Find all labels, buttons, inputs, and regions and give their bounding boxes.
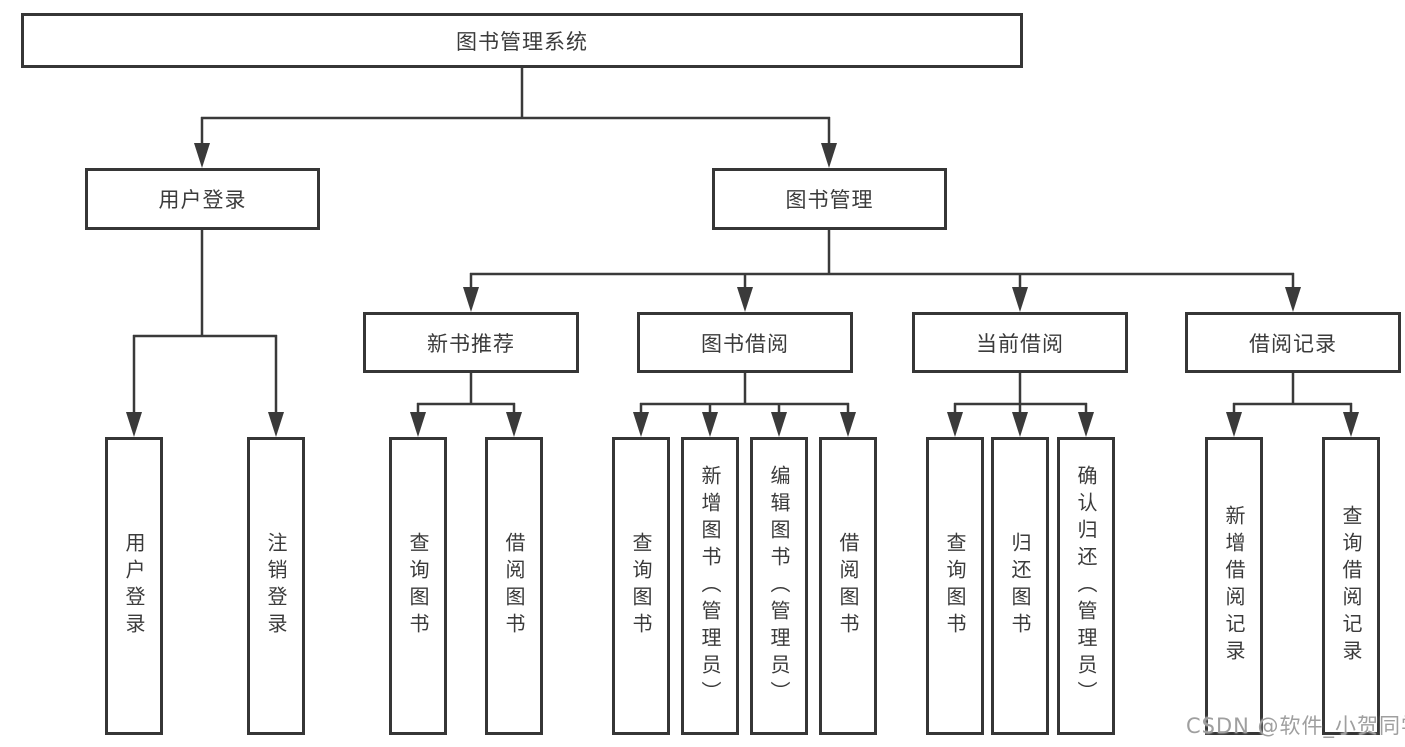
node-label: 新增借阅记录: [1222, 505, 1246, 667]
node-label: 图书管理: [785, 188, 874, 212]
arrowhead: [840, 412, 856, 437]
arrowhead: [1078, 412, 1094, 437]
node-current-borrowing: 当前借阅: [912, 312, 1128, 373]
node-label: 查询图书: [629, 532, 653, 640]
csdn-watermark: CSDN @软件_小贺同学: [1186, 714, 1405, 738]
arrowhead: [410, 412, 426, 437]
leaf-query-book: 查询图书: [389, 437, 447, 735]
arrowhead: [771, 412, 787, 437]
arrowhead: [194, 143, 210, 168]
arrowhead: [1012, 412, 1028, 437]
node-label: 图书借阅: [701, 331, 789, 356]
arrowhead: [268, 412, 284, 437]
arrowhead: [737, 287, 753, 312]
node-new-book-recommend: 新书推荐: [363, 312, 579, 373]
leaf-add-borrow-record: 新增借阅记录: [1205, 437, 1263, 735]
node-label: 查询图书: [943, 532, 967, 640]
arrowhead: [1343, 412, 1359, 437]
node-label: 图书管理系统: [456, 29, 588, 54]
leaf-add-book-admin: 新增图书（管理员）: [681, 437, 739, 735]
node-book-management: 图书管理: [712, 168, 947, 230]
arrowhead: [463, 287, 479, 312]
node-label: 用户登录: [122, 532, 146, 640]
node-label: 注销登录: [264, 532, 288, 640]
node-label: 当前借阅: [976, 331, 1064, 356]
leaf-user-login: 用户登录: [105, 437, 163, 735]
node-user-login: 用户登录: [85, 168, 320, 230]
node-label: 归还图书: [1008, 532, 1032, 640]
arrowhead: [1226, 412, 1242, 437]
node-label: 借阅图书: [836, 532, 860, 640]
arrowhead: [947, 412, 963, 437]
leaf-query-book: 查询图书: [612, 437, 670, 735]
node-label: 新增图书（管理员）: [698, 464, 722, 708]
arrowhead: [1012, 287, 1028, 312]
node-label: 借阅图书: [502, 532, 526, 640]
leaf-edit-book-admin: 编辑图书（管理员）: [750, 437, 808, 735]
leaf-query-book: 查询图书: [926, 437, 984, 735]
node-book-borrowing: 图书借阅: [637, 312, 853, 373]
arrowhead: [633, 412, 649, 437]
node-label: 编辑图书（管理员）: [767, 464, 791, 708]
leaf-confirm-return-admin: 确认归还（管理员）: [1057, 437, 1115, 735]
arrowhead: [702, 412, 718, 437]
leaf-return-book: 归还图书: [991, 437, 1049, 735]
arrowhead: [821, 143, 837, 168]
node-label: 查询图书: [406, 532, 430, 640]
node-label: 新书推荐: [427, 331, 515, 356]
leaf-borrow-book: 借阅图书: [819, 437, 877, 735]
node-borrow-records: 借阅记录: [1185, 312, 1401, 373]
arrowhead: [1285, 287, 1301, 312]
arrowhead: [126, 412, 142, 437]
node-label: 确认归还（管理员）: [1074, 464, 1098, 708]
arrowhead: [506, 412, 522, 437]
leaf-borrow-book: 借阅图书: [485, 437, 543, 735]
node-label: 用户登录: [158, 188, 247, 212]
node-label: 查询借阅记录: [1339, 505, 1363, 667]
leaf-logout: 注销登录: [247, 437, 305, 735]
leaf-query-borrow-record: 查询借阅记录: [1322, 437, 1380, 735]
node-library-management-system: 图书管理系统: [21, 13, 1023, 68]
node-label: 借阅记录: [1249, 331, 1337, 356]
